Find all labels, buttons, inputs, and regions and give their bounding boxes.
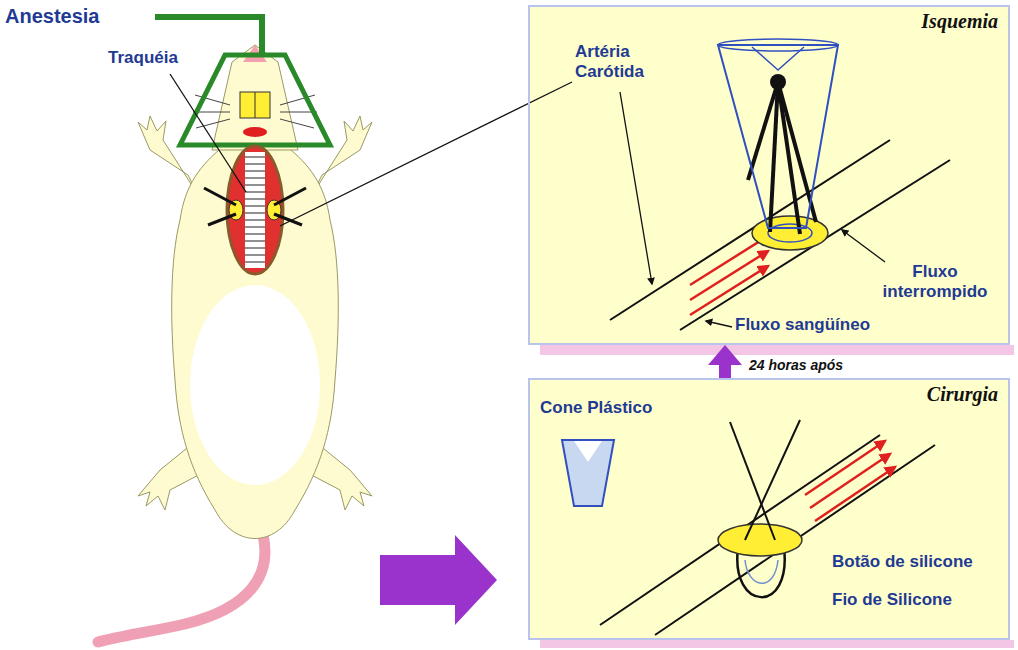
illustration-part bbox=[730, 422, 775, 540]
illustration-part bbox=[227, 146, 283, 274]
illustration-part bbox=[562, 440, 614, 506]
part-label: Fio de Silicone bbox=[832, 590, 952, 610]
illustration-part bbox=[528, 5, 1010, 345]
illustration-part bbox=[245, 262, 265, 263]
illustration-part bbox=[620, 92, 652, 284]
part-label: Fluxo sangüíneo bbox=[735, 315, 870, 335]
illustration-part bbox=[752, 47, 804, 70]
illustration-part bbox=[815, 467, 895, 521]
illustration-part bbox=[98, 535, 265, 642]
illustration-part bbox=[718, 524, 802, 556]
illustration-part bbox=[748, 82, 816, 234]
illustration-part bbox=[245, 206, 265, 207]
illustration-part bbox=[245, 152, 265, 268]
illustration-part bbox=[245, 227, 265, 228]
illustration-part bbox=[190, 285, 320, 485]
edge-label: 24 horas após bbox=[747, 357, 845, 373]
illustration-part bbox=[770, 82, 778, 232]
part-label: Traquéia bbox=[108, 48, 178, 68]
illustration-part bbox=[528, 378, 1010, 640]
illustration-part bbox=[245, 185, 265, 186]
panel-grounds bbox=[528, 5, 1014, 648]
illustration-part bbox=[745, 560, 778, 583]
illustration-part bbox=[245, 234, 265, 235]
part-label: Anestesia bbox=[5, 5, 100, 28]
illustration-part bbox=[745, 420, 800, 540]
illustration-part bbox=[730, 420, 800, 540]
illustration-part bbox=[208, 214, 236, 225]
illustration-part bbox=[240, 92, 270, 118]
illustration-part bbox=[245, 192, 265, 193]
illustration-part bbox=[842, 230, 885, 262]
illustration-part bbox=[690, 236, 768, 285]
illustration-part bbox=[172, 145, 339, 539]
illustration-part bbox=[204, 188, 306, 225]
illustration-part bbox=[805, 441, 895, 521]
illustration-part bbox=[805, 441, 885, 495]
rat-figure bbox=[98, 17, 372, 642]
illustration-part bbox=[245, 171, 265, 172]
illustration-part bbox=[690, 251, 768, 300]
illustration-part bbox=[204, 188, 236, 205]
part-label: Botão de silicone bbox=[832, 552, 973, 572]
illustration-part bbox=[245, 213, 265, 214]
part-label: Cone Plástico bbox=[540, 398, 652, 418]
illustration-part bbox=[243, 127, 267, 137]
illustration-part bbox=[245, 178, 265, 179]
illustration-part bbox=[245, 241, 265, 242]
illustration-part bbox=[180, 55, 330, 145]
illustration-part bbox=[718, 45, 838, 228]
illustration-part bbox=[690, 236, 768, 315]
illustration-part bbox=[690, 266, 768, 315]
illustration-part bbox=[706, 321, 732, 327]
illustration-part bbox=[770, 74, 786, 90]
illustration-part bbox=[245, 220, 265, 221]
illustration-part bbox=[680, 160, 950, 330]
illustration-part bbox=[540, 345, 1014, 355]
illustration-part bbox=[255, 92, 256, 118]
illustration-part bbox=[245, 157, 265, 158]
illustration-part bbox=[810, 454, 890, 508]
panel-title: Isquemia bbox=[530, 7, 1008, 33]
illustration-part bbox=[718, 39, 838, 51]
illustration-part bbox=[245, 164, 265, 165]
illustration-part bbox=[193, 95, 317, 128]
flow-arrow bbox=[719, 365, 731, 378]
illustration-part bbox=[245, 255, 265, 256]
illustration-part bbox=[274, 188, 306, 205]
illustration-part bbox=[245, 199, 265, 200]
part-label: Fluxo interrompido bbox=[875, 262, 995, 301]
illustration-part bbox=[540, 640, 1014, 648]
illustration-part bbox=[574, 441, 602, 462]
illustration-part bbox=[274, 214, 302, 225]
process-arrow bbox=[380, 535, 497, 625]
illustration-part bbox=[245, 157, 265, 262]
illustration-part bbox=[245, 248, 265, 249]
illustration-part bbox=[280, 119, 314, 128]
illustration-part bbox=[170, 74, 246, 192]
part-label: Artéria Carótida bbox=[575, 42, 675, 81]
illustration-part bbox=[196, 119, 230, 128]
